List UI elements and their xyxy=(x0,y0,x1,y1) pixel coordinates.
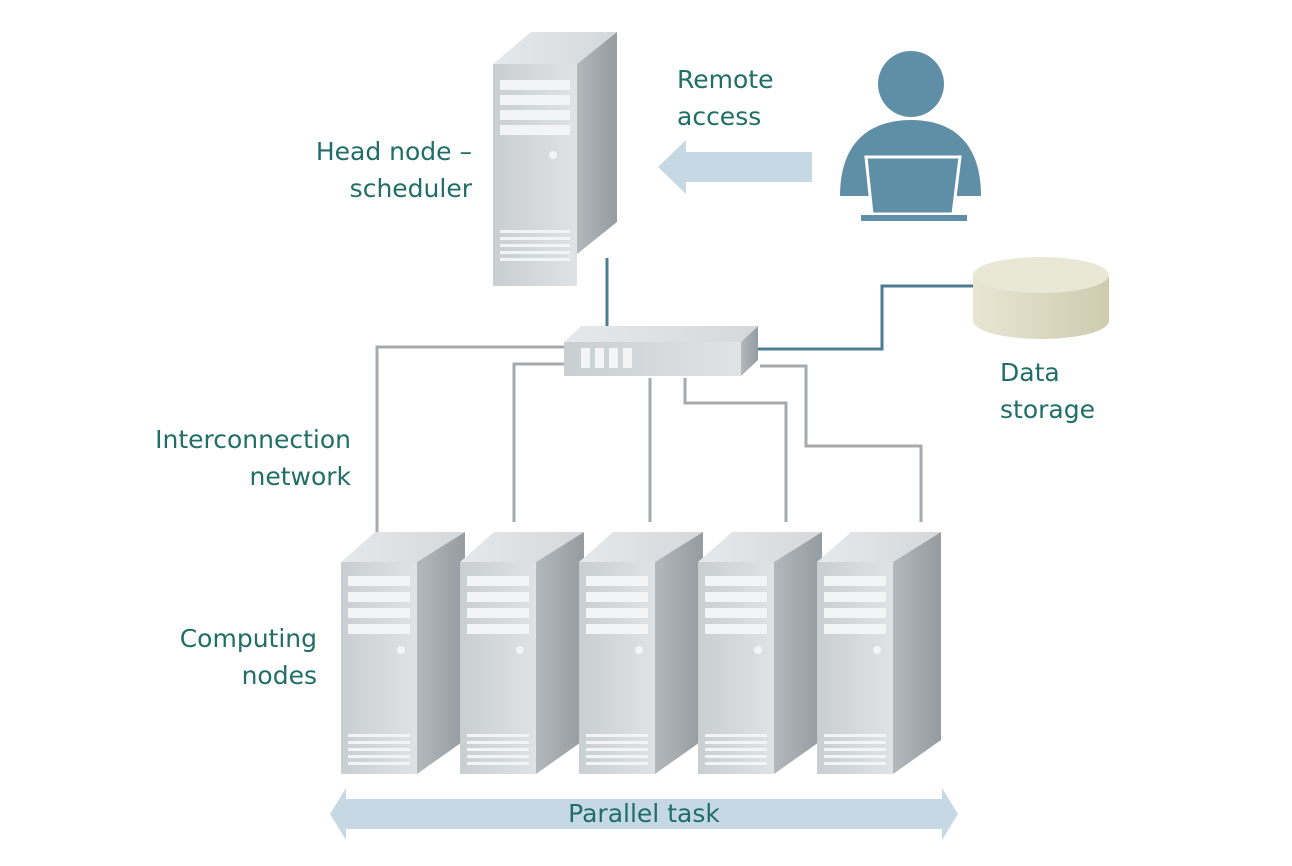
cable-switch-to-storage xyxy=(758,284,975,351)
cable-node-1 xyxy=(375,345,566,540)
network-switch xyxy=(564,326,758,376)
parallel-task-arrow xyxy=(330,788,958,840)
remote-access-label: Remote access xyxy=(677,65,774,131)
computing-node-server xyxy=(817,532,941,774)
interconnection-network-label: Interconnection network xyxy=(155,425,351,491)
data-storage-label: Data storage xyxy=(1000,358,1095,424)
head-node-label: Head node – scheduler xyxy=(315,137,472,203)
cable-node-5 xyxy=(760,364,923,522)
user-laptop-icon xyxy=(840,51,981,223)
interconnection-cables xyxy=(375,258,975,540)
parallel-task-label: Parallel task xyxy=(568,799,720,828)
head-node-server xyxy=(493,32,617,286)
computing-nodes xyxy=(341,532,941,774)
computing-nodes-label: Computing nodes xyxy=(179,624,317,690)
cable-node-2 xyxy=(512,362,575,522)
computing-node-server xyxy=(460,532,584,774)
computing-node-server xyxy=(579,532,703,774)
computing-node-server xyxy=(341,532,465,774)
cable-node-4 xyxy=(683,378,788,522)
remote-access-arrow xyxy=(658,140,812,194)
data-storage-cylinder xyxy=(973,257,1109,339)
computing-node-server xyxy=(698,532,822,774)
